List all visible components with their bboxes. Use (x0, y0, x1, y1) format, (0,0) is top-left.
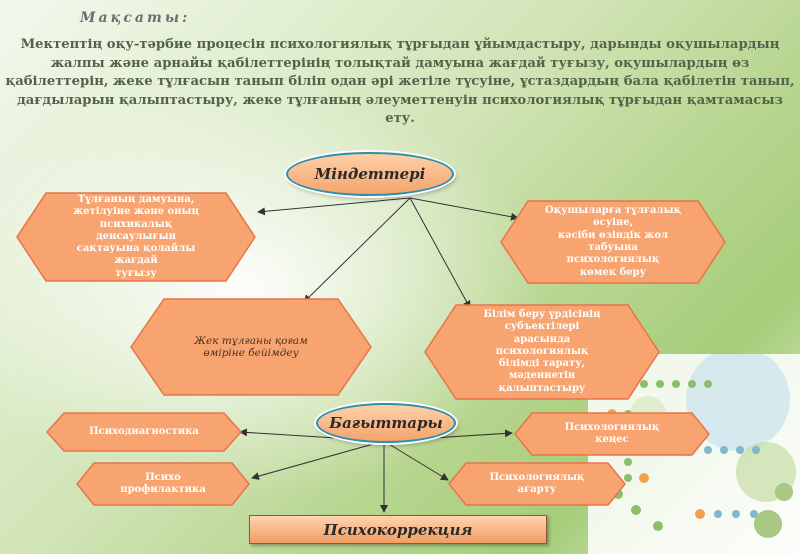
task-hexagon-adaptation: Жек тұлғаны қоғам өміріне бейімдеу (130, 298, 372, 396)
psychocorrection-label: Психокоррекция (323, 520, 473, 539)
task-hexagon-wellbeing: Тұлғаның дамуына, жетілуіне және оның пс… (16, 192, 256, 282)
task-label-knowledge: Білім беру үрдісінің субъектілері арасын… (483, 308, 601, 394)
direction-hexagon-prevention: Психо профилактика (76, 462, 250, 506)
direction-label-counseling: Психологиялық кеңес (564, 421, 660, 445)
directions-title: Бағыттары (329, 414, 443, 432)
direction-label-prevention: Психо профилактика (120, 471, 206, 495)
task-hexagon-knowledge: Білім беру үрдісінің субъектілері арасын… (424, 304, 660, 400)
task-hexagon-guidance: Оқушыларға тұлғалық өсуіне, кәсіби өзінд… (500, 200, 726, 284)
psychocorrection-box: Психокоррекция (249, 515, 547, 544)
direction-hexagon-education: Психологиялық ағарту (448, 462, 626, 506)
tasks-title-oval: Міндеттері (286, 152, 454, 196)
direction-label-diagnostics: Психодиагностика (89, 425, 199, 437)
direction-hexagon-diagnostics: Психодиагностика (46, 412, 242, 452)
task-label-wellbeing: Тұлғаның дамуына, жетілуіне және оның пс… (73, 193, 199, 279)
directions-title-oval: Бағыттары (316, 403, 456, 443)
direction-label-education: Психологиялық ағарту (489, 471, 585, 495)
direction-hexagon-counseling: Психологиялық кеңес (514, 412, 710, 456)
goal-text: Мектептің оқу-тәрбие процесін психология… (5, 37, 795, 127)
task-label-guidance: Оқушыларға тұлғалық өсуіне, кәсіби өзінд… (544, 205, 682, 278)
goal-heading: Мақсаты: (80, 10, 191, 26)
tasks-title: Міндеттері (314, 165, 426, 183)
task-label-adaptation: Жек тұлғаны қоғам өміріне бейімдеу (194, 334, 308, 359)
